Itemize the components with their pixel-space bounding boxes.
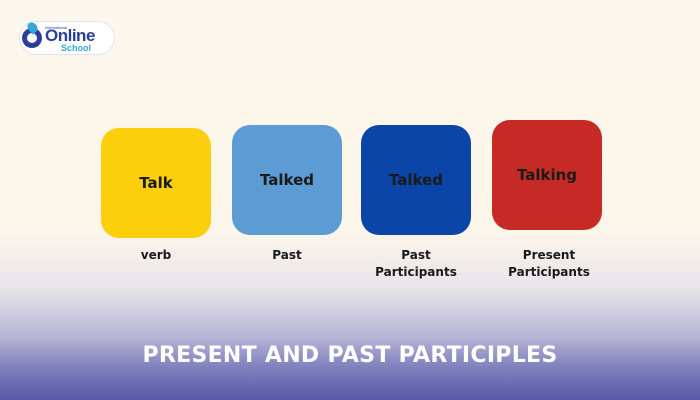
caption-past: Past — [272, 248, 302, 262]
caption-present-participants: Present Participants — [508, 248, 590, 279]
page-title: PRESENT AND PAST PARTICIPLES — [142, 343, 558, 368]
logo-small-text: International — [45, 25, 68, 30]
online-school-logo: International Online School — [20, 20, 114, 54]
card-word: Talking — [516, 166, 578, 184]
card-word: Talk — [139, 174, 173, 192]
card-talked-past-participle: Talked — [361, 125, 471, 235]
caption-past-participants: Past Participants — [375, 248, 457, 279]
card-word: Talked — [259, 171, 315, 189]
card-talking: Talking — [492, 120, 602, 230]
card-talk: Talk — [101, 128, 211, 238]
logo-ring-icon — [22, 28, 42, 48]
caption-verb: verb — [140, 248, 172, 262]
logo-sub-text: School — [61, 43, 92, 53]
card-talked-past: Talked — [232, 125, 342, 235]
card-word: Talked — [388, 171, 444, 189]
logo-brand-text: Online — [45, 26, 95, 45]
